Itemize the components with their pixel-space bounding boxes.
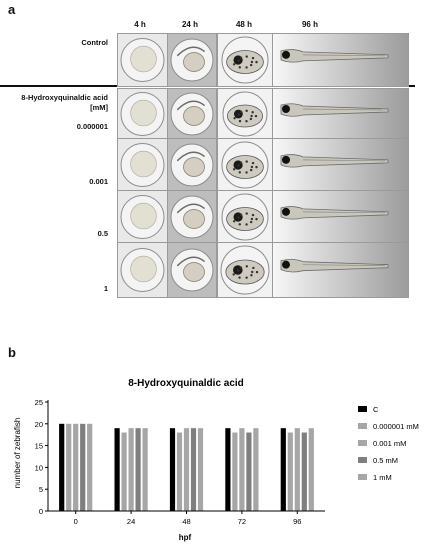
time-label-48h: 48 h [235, 20, 252, 29]
conc-label-2: 0.5 [97, 229, 108, 238]
embryo-image [117, 88, 168, 140]
larva-image [272, 88, 409, 140]
legend-swatch [358, 440, 367, 446]
bar [128, 428, 134, 511]
embryo-image [117, 33, 168, 87]
bar [280, 428, 286, 511]
embryo-image [217, 190, 273, 244]
time-label-24h: 24 h [181, 20, 198, 29]
conc-label-0: 0.000001 [76, 122, 108, 131]
larva-image [272, 33, 409, 87]
bar [308, 428, 314, 511]
y-tick-label: 0 [39, 507, 43, 516]
bar [239, 428, 245, 511]
legend-swatch [358, 474, 367, 480]
bar [232, 432, 238, 511]
legend-label: C [373, 405, 379, 414]
x-axis-label: hpf [179, 533, 192, 542]
larva-image [272, 190, 409, 244]
x-tick-label: 48 [182, 517, 190, 526]
legend-swatch [358, 457, 367, 463]
bar [253, 428, 259, 511]
bar [142, 428, 148, 511]
bar [121, 432, 127, 511]
y-axis-label: number of zebrafish [13, 418, 22, 489]
bar [80, 423, 86, 511]
embryo-image [117, 190, 168, 244]
compound-label-line2: [mM] [90, 103, 108, 112]
chart-title: 8-Hydroxyquinaldic acid [128, 378, 244, 389]
time-label-96h: 96 h [301, 20, 318, 29]
bar [114, 428, 120, 511]
conc-label-1: 0.001 [89, 177, 108, 186]
embryo-image [217, 33, 273, 87]
larva-image [272, 242, 409, 298]
bar-chart: 8-Hydroxyquinaldic acid number of zebraf… [13, 378, 419, 542]
y-tick-label: 5 [39, 485, 43, 494]
bar [59, 423, 65, 511]
bars-group [59, 423, 314, 511]
embryo-image [217, 242, 273, 298]
panel-b-letter: b [8, 345, 16, 360]
bar [183, 428, 190, 511]
embryo-image [217, 138, 273, 192]
bar [169, 428, 176, 511]
bar [225, 428, 231, 511]
embryo-image [167, 33, 217, 87]
x-tick-label: 0 [74, 517, 78, 526]
control-row-label: Control [81, 38, 108, 47]
embryo-image [217, 88, 273, 140]
embryo-image [167, 138, 217, 192]
larva-image [272, 138, 409, 192]
legend-label: 0.000001 mM [373, 422, 419, 431]
legend-swatch [358, 423, 367, 429]
x-tick-label: 96 [293, 517, 301, 526]
x-tick-label: 24 [127, 517, 135, 526]
embryo-image [117, 242, 168, 298]
bar [190, 428, 197, 511]
bar [66, 423, 72, 511]
embryo-image [167, 242, 217, 298]
bar [287, 432, 293, 511]
legend-swatch [358, 406, 367, 412]
bar [176, 432, 183, 511]
x-tick-label: 72 [238, 517, 246, 526]
bar [197, 428, 204, 511]
embryo-image [167, 88, 217, 140]
compound-label: 8-Hydroxyquinaldic acid [mM] [0, 93, 108, 113]
embryo-image [117, 138, 168, 192]
bar [301, 432, 307, 511]
time-label-4h: 4 h [134, 20, 146, 29]
bar [135, 428, 141, 511]
bar [246, 432, 252, 511]
axes-group: 0 5 10 15 20 25 0 24 48 72 96 [35, 398, 325, 526]
legend-label: 0.5 mM [373, 456, 398, 465]
y-tick-label: 20 [35, 420, 43, 429]
y-tick-label: 10 [35, 463, 43, 472]
compound-label-line1: 8-Hydroxyquinaldic acid [21, 93, 108, 102]
bar [87, 423, 93, 511]
embryo-image [167, 190, 217, 244]
bar [294, 428, 300, 511]
y-tick-label: 15 [35, 442, 43, 451]
y-tick-label: 25 [35, 398, 43, 407]
panel-a-letter: a [8, 2, 16, 17]
conc-label-3: 1 [103, 284, 108, 293]
legend-label: 1 mM [373, 473, 392, 482]
legend-label: 0.001 mM [373, 439, 406, 448]
legend: C 0.000001 mM 0.001 mM 0.5 mM 1 mM [358, 405, 419, 482]
bar [73, 423, 79, 511]
